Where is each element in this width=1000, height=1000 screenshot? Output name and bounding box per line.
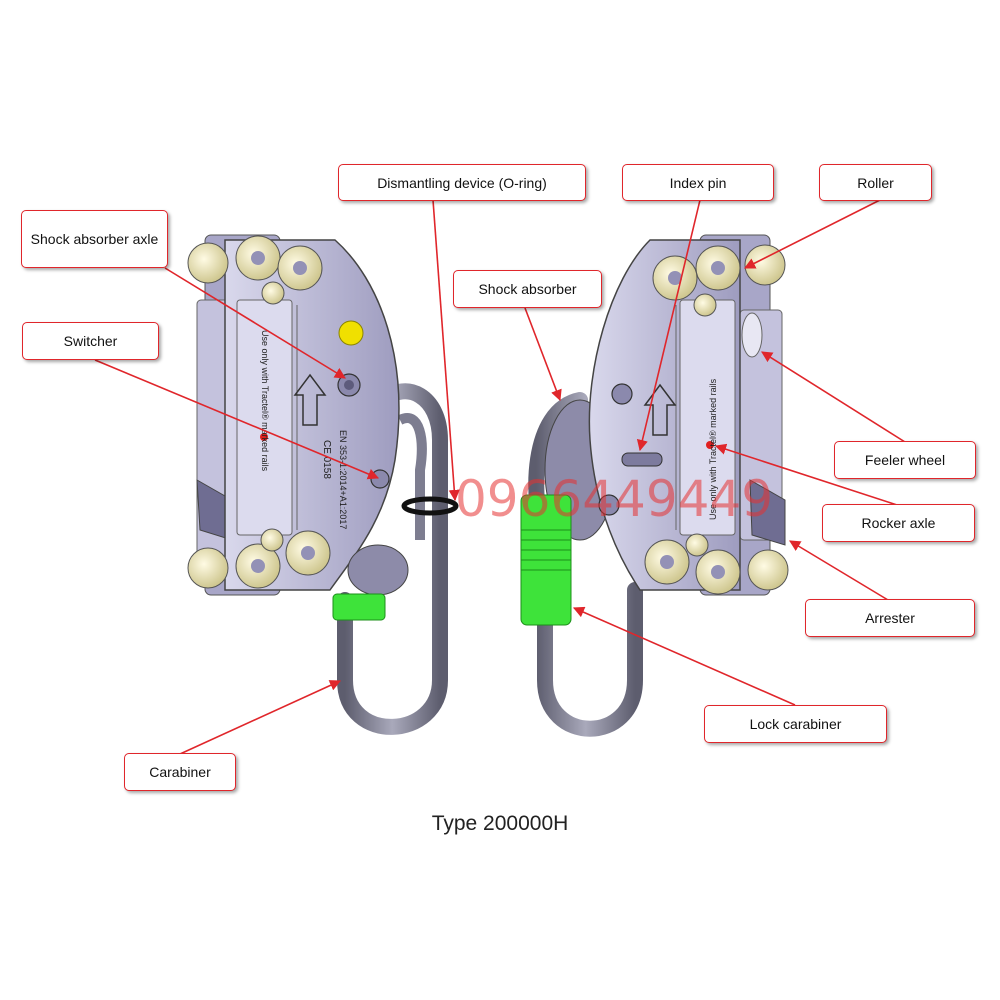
pointer-arrester xyxy=(789,540,889,601)
right-marking: Use only with Tractel® marked rails xyxy=(708,378,718,520)
label-shock-absorber-axle: Shock absorber axle xyxy=(21,210,168,268)
label-lock-carabiner: Lock carabiner xyxy=(704,705,887,743)
left-marking-3: CE 0158 xyxy=(321,440,332,479)
left-indicator-yellow xyxy=(338,320,364,346)
right-rollers xyxy=(644,244,789,595)
pointer-arrows xyxy=(94,199,906,755)
label-feeler-wheel: Feeler wheel xyxy=(834,441,976,479)
left-carabiner-loop xyxy=(397,413,427,540)
rocker-axle-dot xyxy=(706,441,714,449)
left-device: Use only with Tractel® marked rails EN 3… xyxy=(187,234,459,735)
switcher-part xyxy=(370,469,390,489)
left-marking-2: EN 353-1:2014+A1:2017 xyxy=(338,430,348,529)
left-rollers xyxy=(187,235,331,589)
label-roller: Roller xyxy=(819,164,932,201)
left-up-arrow-icon xyxy=(293,373,327,426)
label-dismantling-device: Dismantling device (O-ring) xyxy=(338,164,586,201)
label-arrester: Arrester xyxy=(805,599,975,637)
pointer-shock-absorber-axle xyxy=(164,267,346,379)
feeler-wheel-part xyxy=(741,312,763,358)
pointer-roller xyxy=(743,199,881,269)
label-rocker-axle: Rocker axle xyxy=(822,504,975,542)
left-carabiner xyxy=(337,383,448,735)
watermark: 0966449449 xyxy=(455,470,774,528)
right-device: Use only with Tractel® marked rails xyxy=(520,234,789,737)
right-up-arrow-icon xyxy=(643,383,677,436)
label-shock-absorber: Shock absorber xyxy=(453,270,602,308)
pointer-switcher xyxy=(94,359,380,480)
pointer-index-pin xyxy=(636,199,701,452)
label-carabiner: Carabiner xyxy=(124,753,236,791)
pointer-rocker-axle xyxy=(714,443,898,506)
pointer-dismantling-device xyxy=(432,199,460,502)
right-carabiner xyxy=(528,392,643,737)
left-green-lock xyxy=(332,593,386,621)
pointer-lock-carabiner xyxy=(572,606,796,706)
arrester-part xyxy=(749,479,786,546)
label-index-pin: Index pin xyxy=(622,164,774,201)
o-ring-part xyxy=(401,496,459,516)
left-marking-1: Use only with Tractel® marked rails xyxy=(260,330,270,472)
index-pin-part xyxy=(621,452,663,467)
pointer-carabiner xyxy=(179,680,342,755)
pointer-shock-absorber xyxy=(524,307,562,402)
label-switcher: Switcher xyxy=(22,322,159,360)
pointer-feeler-wheel xyxy=(761,351,906,443)
figure-caption: Type 200000H xyxy=(431,812,569,835)
